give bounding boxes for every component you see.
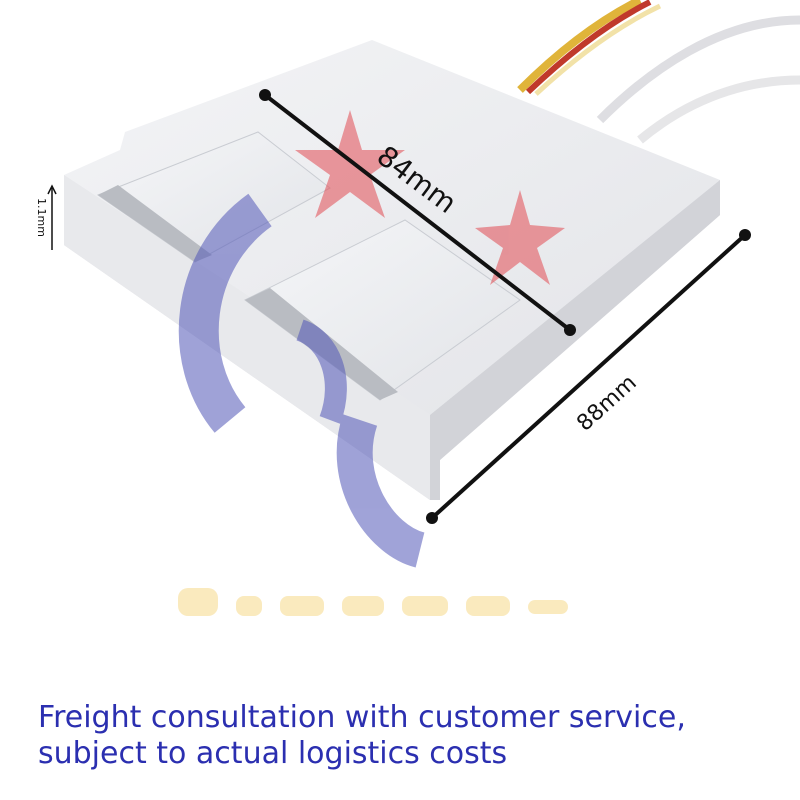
dimension-width	[426, 229, 751, 524]
watermark-swirl	[178, 193, 426, 568]
thickness-label: 1.1mm	[35, 198, 48, 237]
cable-bundle	[517, 0, 800, 144]
dimension-length	[259, 89, 576, 336]
caption-line-1: Freight consultation with customer servi…	[38, 700, 686, 735]
dimension-thickness	[47, 184, 57, 250]
caption-line-2: subject to actual logistics costs	[38, 736, 508, 771]
watermark-text-blob	[178, 588, 568, 616]
freight-caption: Freight consultation with customer servi…	[38, 700, 778, 772]
watermark-stars	[295, 110, 565, 285]
